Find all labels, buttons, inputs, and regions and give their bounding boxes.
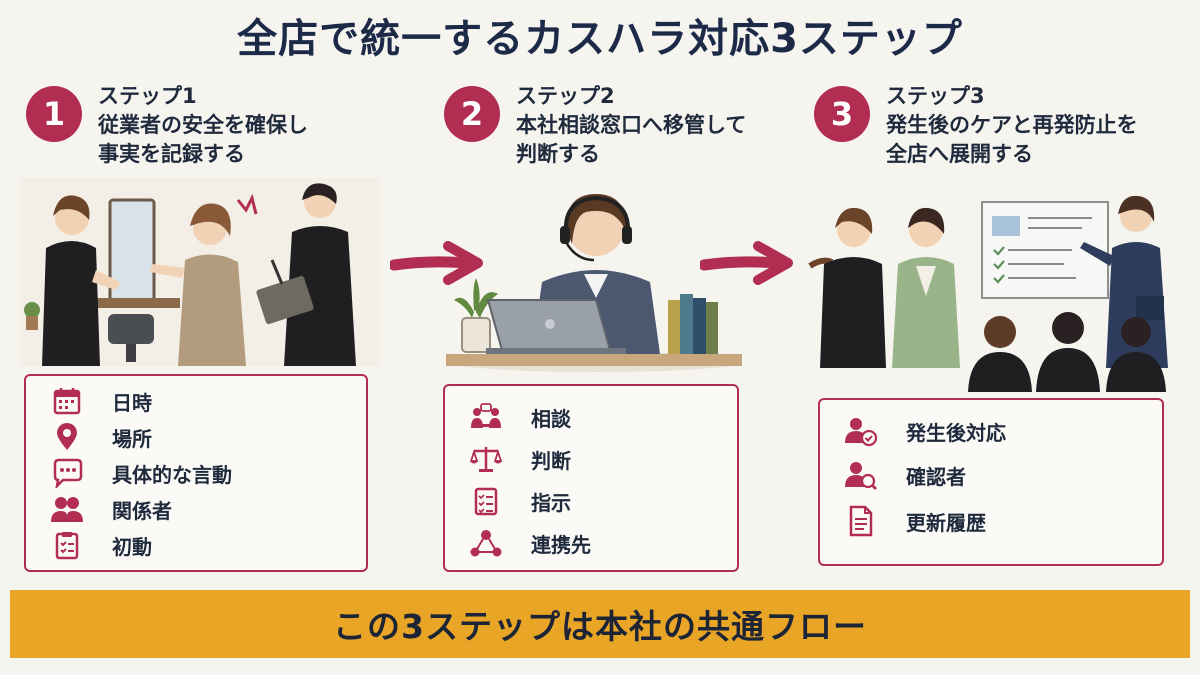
step-number-badge: 1 [26,86,82,142]
calendar-icon [50,384,84,418]
item-label: 発生後対応 [906,420,1006,445]
list-item: 確認者 [844,458,966,492]
step-2-illustration [446,194,742,372]
step-2-judgment-box: 相談 判断 指示 連携先 [443,384,739,572]
step-description: 従業者の安全を確保し 事実を記録する [98,113,308,166]
step-label: ステップ1 [98,84,197,108]
flow-arrow-icon [390,241,483,285]
step-description: 発生後のケアと再発防止を 全店へ展開する [886,113,1138,166]
list-item: 発生後対応 [844,414,1006,448]
step-label: ステップ2 [516,84,615,108]
item-label: 判断 [531,448,571,473]
network-icon [469,526,503,560]
list-item: 判断 [469,442,571,476]
item-label: 確認者 [906,464,966,489]
checklist-icon [469,484,503,518]
page-title: 全店で統一するカスハラ対応3ステップ [237,16,963,62]
document-icon [844,504,878,538]
person-search-icon [844,458,878,492]
summary-banner: この3ステップは本社の共通フロー [10,590,1190,658]
list-item: 場所 [50,420,152,454]
list-item: 連携先 [469,526,591,560]
step-3-followup-box: 発生後対応 確認者 更新履歴 [818,398,1164,566]
item-label: 初動 [112,534,152,559]
list-item: 更新履歴 [844,504,986,538]
step-label: ステップ3 [886,84,985,108]
step-3-illustration [808,195,1168,392]
banner-text: この3ステップは本社の共通フロー [333,607,867,646]
list-item: 関係者 [50,492,172,526]
consultation-icon [469,400,503,434]
item-label: 具体的な言動 [112,462,232,487]
list-item: 具体的な言動 [50,456,232,490]
scales-icon [469,442,503,476]
step-1-record-box: 日時 場所 具体的な言動 関係者 初動 [24,374,368,572]
clipboard-checklist-icon [50,528,84,562]
step-number-badge: 3 [814,86,870,142]
step-number-badge: 2 [444,86,500,142]
item-label: 連携先 [531,532,591,557]
item-label: 関係者 [112,498,172,523]
list-item: 指示 [469,484,571,518]
item-label: 場所 [112,426,152,451]
list-item: 相談 [469,400,571,434]
item-label: 指示 [531,490,571,515]
location-pin-icon [50,420,84,454]
people-icon [50,492,84,526]
flow-arrow-icon [700,241,793,285]
list-item: 初動 [50,528,152,562]
item-label: 相談 [531,406,571,431]
step-1-illustration [20,178,380,366]
step-description: 本社相談窓口へ移管して 判断する [516,113,747,166]
list-item: 日時 [50,384,152,418]
speech-bubble-icon [50,456,84,490]
item-label: 更新履歴 [906,510,986,535]
item-label: 日時 [112,390,152,415]
person-check-icon [844,414,878,448]
